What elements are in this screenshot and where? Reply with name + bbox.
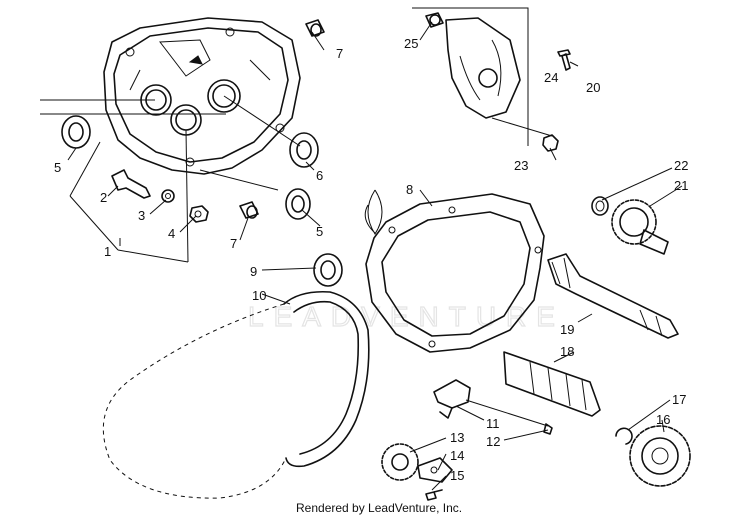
output-gear	[591, 196, 669, 255]
callout-15: 15	[450, 468, 464, 483]
transmission-case	[103, 17, 301, 175]
bearing-plate	[425, 12, 571, 152]
callout-25: 25	[404, 36, 418, 51]
callout-13: 13	[450, 430, 464, 445]
callout-12: 12	[486, 434, 500, 449]
callout-8: 8	[406, 182, 413, 197]
callout-10: 10	[252, 288, 266, 303]
callout-3: 3	[138, 208, 145, 223]
callout-20: 20	[586, 80, 600, 95]
callout-14: 14	[450, 448, 464, 463]
chain-guide	[433, 379, 553, 435]
oil-seal	[313, 253, 343, 287]
callout-17: 17	[672, 392, 686, 407]
callout-23: 23	[514, 158, 528, 173]
callout-5-left: 5	[54, 160, 61, 175]
callout-18: 18	[560, 344, 574, 359]
callout-16: 16	[656, 412, 670, 427]
mainshaft	[547, 253, 679, 339]
callout-11: 11	[486, 416, 500, 431]
sprocket-set	[381, 443, 453, 501]
watermark-text: LEADVENTURE	[248, 301, 565, 332]
callouts: 1 2 3 4 5 5 6 7 7 8 9 10 11 12 13 14 15 …	[54, 36, 688, 483]
callout-7-bottom: 7	[230, 236, 237, 251]
gasket	[365, 193, 545, 353]
callout-19: 19	[560, 322, 574, 337]
dowel-pins	[239, 19, 325, 219]
callout-24: 24	[544, 70, 558, 85]
callout-6: 6	[316, 168, 323, 183]
case-hardware	[111, 169, 209, 223]
leader-lines	[40, 7, 683, 491]
drive-chain	[102, 290, 370, 499]
callout-5-right: 5	[316, 224, 323, 239]
callout-1: 1	[104, 244, 111, 259]
callout-2: 2	[100, 190, 107, 205]
callout-7-top: 7	[336, 46, 343, 61]
driven-gear	[615, 425, 691, 487]
callout-4: 4	[168, 226, 175, 241]
callout-21: 21	[674, 178, 688, 193]
bearings	[61, 115, 319, 220]
countershaft	[503, 351, 601, 417]
callout-9: 9	[250, 264, 257, 279]
callout-22: 22	[674, 158, 688, 173]
footer-credit: Rendered by LeadVenture, Inc.	[296, 501, 462, 515]
